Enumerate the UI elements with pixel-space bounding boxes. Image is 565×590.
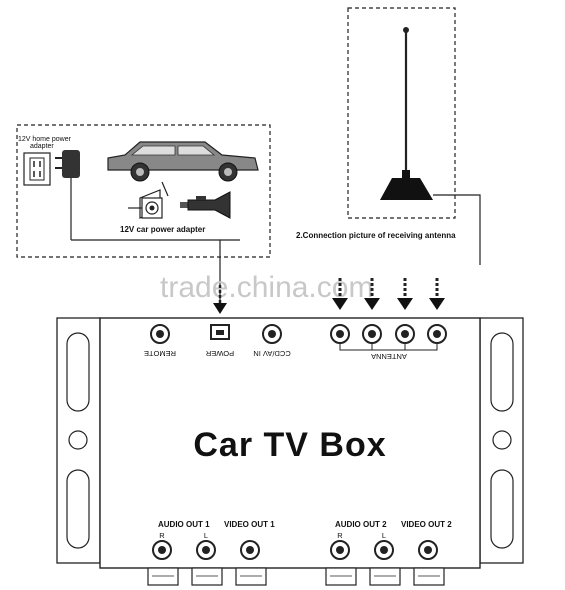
left-flange xyxy=(56,317,101,564)
connection-arrows xyxy=(213,278,445,314)
antenna-panel-border xyxy=(347,7,456,219)
right-flange xyxy=(479,317,524,564)
antenna-ports xyxy=(330,324,447,351)
video-out-1-port xyxy=(240,540,260,560)
car-plug-icon xyxy=(180,191,231,219)
power-arrow-icon xyxy=(213,285,227,314)
audio-out-2-l-label: L xyxy=(382,531,386,540)
right-mount-slot-top xyxy=(490,332,514,412)
audio-out-1-r-label: R xyxy=(159,531,165,540)
video-out-1-label: VIDEO OUT 1 xyxy=(224,520,275,529)
antenna-arrow-4-icon xyxy=(429,278,445,310)
ccd-av-in-port xyxy=(262,324,282,344)
antenna-arrow-3-icon xyxy=(397,278,413,310)
antenna-bracket xyxy=(339,343,438,351)
audio-out-2-r-port xyxy=(330,540,350,560)
audio-out-2-r-label: R xyxy=(337,531,343,540)
antenna-port-4 xyxy=(427,324,447,344)
car-tv-box-device: REMOTE POWER CCD/AV IN xyxy=(56,317,524,586)
antenna-port-3 xyxy=(395,324,415,344)
power-panel-border xyxy=(16,124,271,258)
video-out-2-port xyxy=(418,540,438,560)
car-icon xyxy=(107,141,259,182)
audio-out-1-l-label: L xyxy=(204,531,208,540)
antenna-panel: 2.Connection picture of receiving antenn… xyxy=(296,7,481,265)
audio-out-2-label: AUDIO OUT 2 xyxy=(335,520,387,529)
device-body xyxy=(99,317,481,569)
car-adapter-label: 12V car power adapter xyxy=(120,225,205,234)
audio-out-2-l-port xyxy=(374,540,394,560)
left-mount-slot-top xyxy=(66,332,90,412)
power-port xyxy=(210,324,230,340)
device-title: Car TV Box xyxy=(193,426,386,464)
audio-out-1-label: AUDIO OUT 1 xyxy=(158,520,210,529)
video-out-2-label: VIDEO OUT 2 xyxy=(401,520,452,529)
home-adapter-label-line1: 12V home power xyxy=(18,136,72,143)
right-mount-hole xyxy=(492,430,512,450)
antenna-icon xyxy=(380,27,433,200)
ccd-av-in-port-label: CCD/AV IN xyxy=(253,349,290,358)
wall-socket-icon xyxy=(23,152,51,186)
car-socket-icon xyxy=(128,181,169,219)
antenna-cable xyxy=(433,194,481,265)
left-mount-hole xyxy=(68,430,88,450)
home-adapter-label-line2: adapter xyxy=(30,143,54,150)
power-port-label: POWER xyxy=(205,349,234,358)
antenna-arrow-2-icon xyxy=(364,278,380,310)
bottom-connectors xyxy=(147,567,445,586)
audio-out-1-l-port xyxy=(196,540,216,560)
wall-plug-adapter-icon xyxy=(55,150,80,240)
antenna-arrow-1-icon xyxy=(332,278,348,310)
left-mount-slot-bottom xyxy=(66,469,90,549)
right-mount-slot-bottom xyxy=(490,469,514,549)
remote-port xyxy=(150,324,170,344)
antenna-port-1 xyxy=(330,324,350,344)
audio-out-1-r-port xyxy=(152,540,172,560)
antenna-caption: 2.Connection picture of receiving antenn… xyxy=(296,231,456,240)
antenna-port-label: ANTENNA xyxy=(371,352,407,361)
power-adapter-panel: 12V home power adapter xyxy=(16,124,271,305)
antenna-port-2 xyxy=(362,324,382,344)
remote-port-label: REMOTE xyxy=(144,349,176,358)
